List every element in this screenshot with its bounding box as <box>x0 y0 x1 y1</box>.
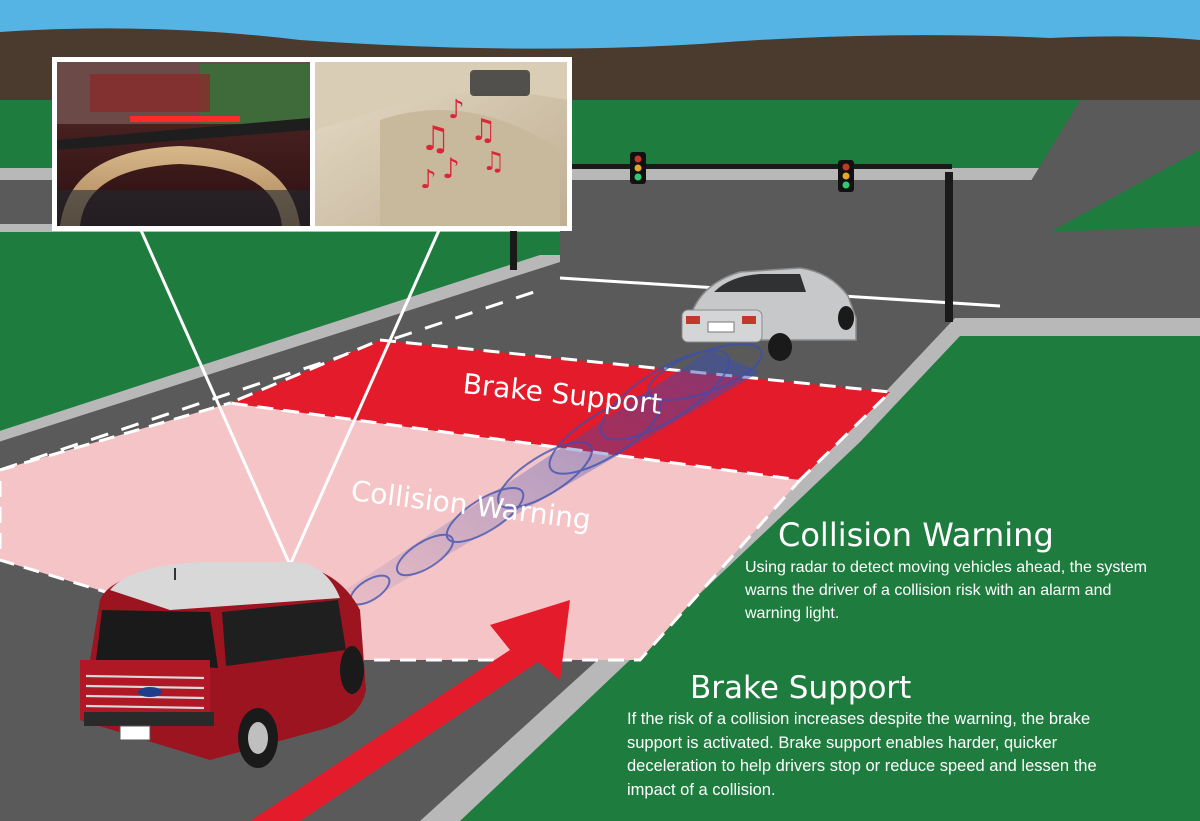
inset-dashboard-view <box>57 62 310 226</box>
alarm-sound-icon: ♫ ♪ ♫ ♪ ♪ ♫ <box>420 95 505 195</box>
steering-wheel <box>60 146 300 226</box>
svg-text:♫: ♫ <box>482 147 505 177</box>
collision-warning-title: Collision Warning <box>778 516 1054 554</box>
brake-support-panel: Brake Support If the risk of a collision… <box>627 670 1187 802</box>
inset-pointer-right <box>288 227 442 566</box>
inset-pointer-left <box>138 227 292 566</box>
grass-lower-right <box>460 335 1200 821</box>
lead-sedan <box>681 267 857 361</box>
svg-text:♪: ♪ <box>448 95 465 125</box>
suv-grille <box>85 674 205 710</box>
svg-text:♫: ♫ <box>470 113 497 148</box>
following-suv <box>80 562 366 768</box>
collision-warning-panel: Collision Warning Using radar to detect … <box>745 516 1185 625</box>
brake-support-description: If the risk of a collision increases des… <box>627 710 1097 799</box>
direction-arrow <box>250 600 570 821</box>
traffic-signal <box>510 152 953 322</box>
grass-right-upper <box>1050 150 1200 232</box>
brake-support-title: Brake Support <box>690 670 912 706</box>
warning-light-bar <box>130 116 240 122</box>
svg-text:♪: ♪ <box>420 165 437 195</box>
collision-warning-description: Using radar to detect moving vehicles ah… <box>745 559 1147 622</box>
svg-text:♪: ♪ <box>442 152 460 185</box>
radar-beam <box>330 350 760 612</box>
inset-box: ♫ ♪ ♫ ♪ ♪ ♫ <box>52 57 572 566</box>
road-right-curve <box>1000 100 1200 232</box>
radar-rings <box>349 343 763 606</box>
suv-roof <box>110 562 340 610</box>
svg-text:♫: ♫ <box>420 119 450 159</box>
inset-interior-view: ♫ ♪ ♫ ♪ ♪ ♫ <box>315 62 567 226</box>
